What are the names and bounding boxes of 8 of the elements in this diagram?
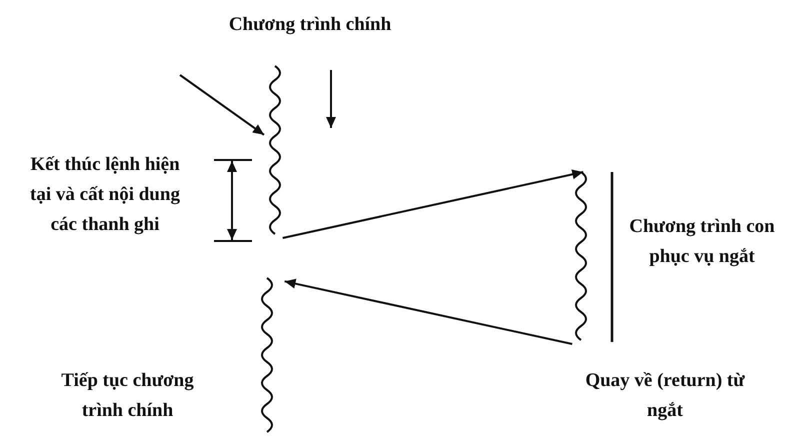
annotation-text: Kết thúc lệnh hiện tại và cất nội dung các thanh ghi bbox=[30, 153, 180, 237]
arrow bbox=[179, 74, 265, 136]
arrow bbox=[284, 278, 572, 345]
arrow bbox=[282, 169, 584, 239]
edge-label: Quay về (return) từ ngắt bbox=[585, 369, 745, 423]
node-caption: Chương trình chính bbox=[228, 13, 392, 37]
node-caption: Tiếp tục chương trình chính bbox=[60, 369, 195, 423]
node-caption: Chương trình con phục vụ ngắt bbox=[628, 215, 776, 269]
